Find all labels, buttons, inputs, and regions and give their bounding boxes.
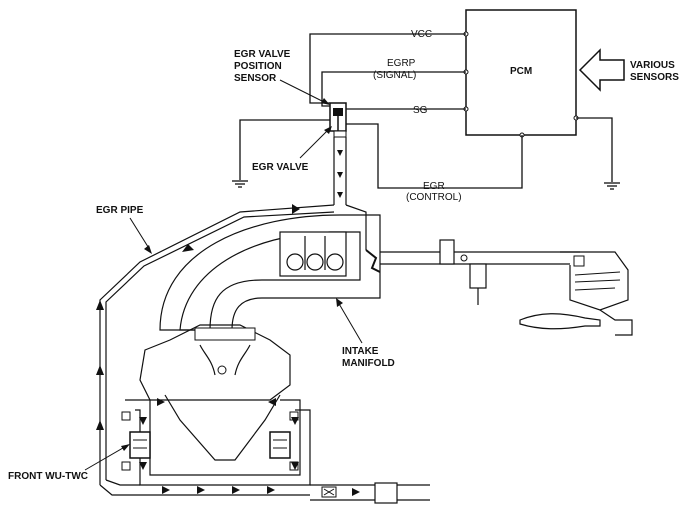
- front-twc-label: FRONT WU-TWC: [8, 471, 88, 482]
- front-twc-leader-arrow: [121, 444, 130, 451]
- egr-pipe: [96, 204, 367, 485]
- egr-valve-label: EGR VALVE: [252, 162, 309, 173]
- sg-label: SG: [413, 105, 428, 116]
- intake-manifold-label-2: MANIFOLD: [342, 358, 395, 369]
- egrp-label-1: EGRP: [387, 58, 416, 69]
- egr-sensor-label-2: POSITION: [234, 61, 282, 72]
- pcm-box: [465, 9, 577, 136]
- various-sensors-arrow: [578, 48, 625, 92]
- egr-pipe-leader: [129, 217, 151, 251]
- egr-passage: [333, 137, 347, 205]
- egr-sensor-leader-arrow: [321, 98, 330, 105]
- intake-manifold-leader: [337, 301, 363, 344]
- egr-valve-assembly: [329, 102, 347, 138]
- vcc-wire: [309, 33, 466, 104]
- pcm-label: PCM: [510, 66, 532, 77]
- air-cleaner: [519, 251, 633, 336]
- egr-sensor-leader: [279, 79, 329, 105]
- egr-sensor-label-1: EGR VALVE: [234, 49, 291, 60]
- various-sensors-label-2: SENSORS: [630, 72, 679, 83]
- exhaust-system: [99, 399, 430, 504]
- engine-block: [139, 324, 291, 461]
- front-twc-leader: [84, 444, 129, 471]
- intake-manifold-label-1: INTAKE: [342, 346, 379, 357]
- pcm-ground-wire: [576, 117, 613, 182]
- egr-control-label-1: EGR: [423, 181, 445, 192]
- pcm-ground-symbol: [604, 182, 620, 190]
- vcc-label: VCC: [411, 29, 432, 40]
- egr-control-wire: [346, 123, 523, 189]
- exhaust-flow-arrows: [139, 398, 360, 496]
- egrp-signal-wire: [321, 71, 466, 107]
- egr-pipe-label: EGR PIPE: [96, 205, 144, 216]
- air-intake-duct: [380, 239, 585, 305]
- egr-control-label-2: (CONTROL): [406, 192, 462, 203]
- egr-valve-leader-arrow: [324, 126, 332, 134]
- sensor-ground-wire: [239, 119, 330, 180]
- sensor-ground-symbol: [232, 180, 248, 188]
- intake-manifold-leader-arrow: [336, 298, 343, 307]
- egr-sensor-label-3: SENSOR: [234, 73, 277, 84]
- various-sensors-label-1: VARIOUS: [630, 60, 675, 71]
- egrp-label-2: (SIGNAL): [373, 70, 416, 81]
- egr-pipe-leader-arrow: [144, 245, 152, 254]
- egr-valve-leader: [299, 127, 331, 159]
- intake-manifold: [159, 214, 381, 331]
